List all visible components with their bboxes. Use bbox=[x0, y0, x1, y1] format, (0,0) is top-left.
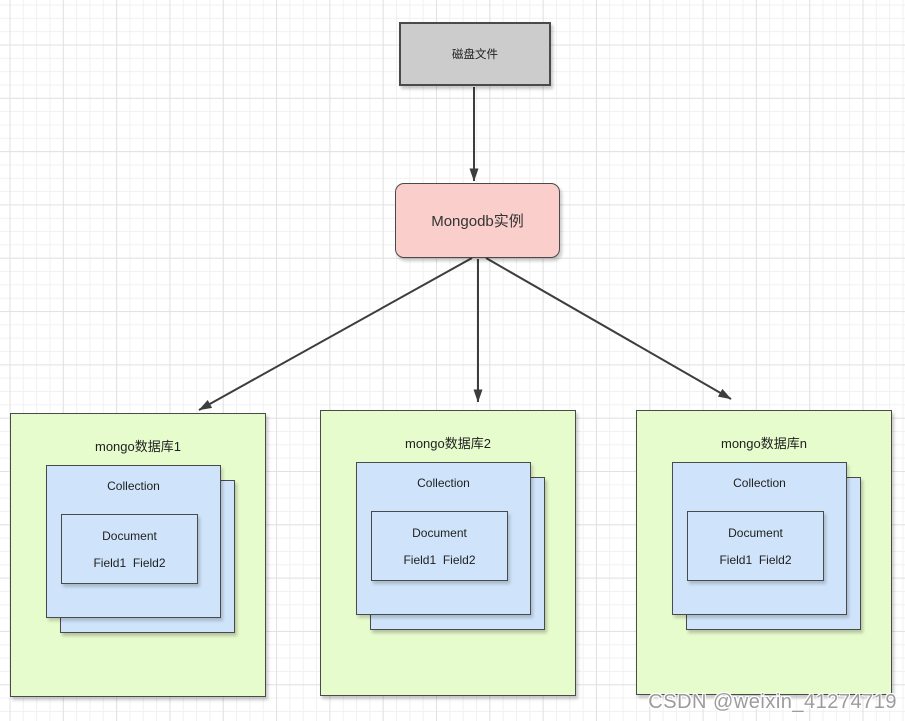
document-label: Document bbox=[412, 526, 467, 540]
collection-node: Collection Document Field1 Field2 bbox=[356, 462, 531, 615]
collection-label: Collection bbox=[417, 476, 470, 490]
disk-file-label: 磁盘文件 bbox=[452, 49, 498, 61]
document-fields-label: Field1 Field2 bbox=[93, 556, 166, 570]
database-n-label: mongo数据库n bbox=[721, 436, 807, 451]
database-node-1: mongo数据库1 Collection Document Field1 Fie… bbox=[10, 413, 266, 697]
arrow-instance-to-db1 bbox=[198, 257, 473, 411]
collection-node: Collection Document Field1 Field2 bbox=[46, 465, 221, 618]
csdn-watermark: CSDN @weixin_41274719 bbox=[648, 691, 897, 713]
disk-file-node: 磁盘文件 bbox=[399, 22, 551, 86]
database-1-label: mongo数据库1 bbox=[95, 439, 181, 454]
arrow-instance-to-db3 bbox=[485, 257, 732, 400]
document-node: Document Field1 Field2 bbox=[61, 514, 198, 584]
collection-label: Collection bbox=[733, 476, 786, 490]
mongodb-instance-node: Mongodb实例 bbox=[395, 183, 560, 258]
collection-label: Collection bbox=[107, 479, 160, 493]
mongodb-instance-label: Mongodb实例 bbox=[431, 213, 524, 230]
database-node-n: mongo数据库n Collection Document Field1 Fie… bbox=[636, 410, 892, 695]
document-node: Document Field1 Field2 bbox=[687, 511, 824, 581]
document-node: Document Field1 Field2 bbox=[371, 511, 508, 581]
document-label: Document bbox=[102, 529, 157, 543]
database-2-label: mongo数据库2 bbox=[405, 436, 491, 451]
document-fields-label: Field1 Field2 bbox=[403, 553, 476, 567]
collection-node: Collection Document Field1 Field2 bbox=[672, 462, 847, 615]
document-label: Document bbox=[728, 526, 783, 540]
document-fields-label: Field1 Field2 bbox=[719, 553, 792, 567]
database-node-2: mongo数据库2 Collection Document Field1 Fie… bbox=[320, 410, 576, 696]
